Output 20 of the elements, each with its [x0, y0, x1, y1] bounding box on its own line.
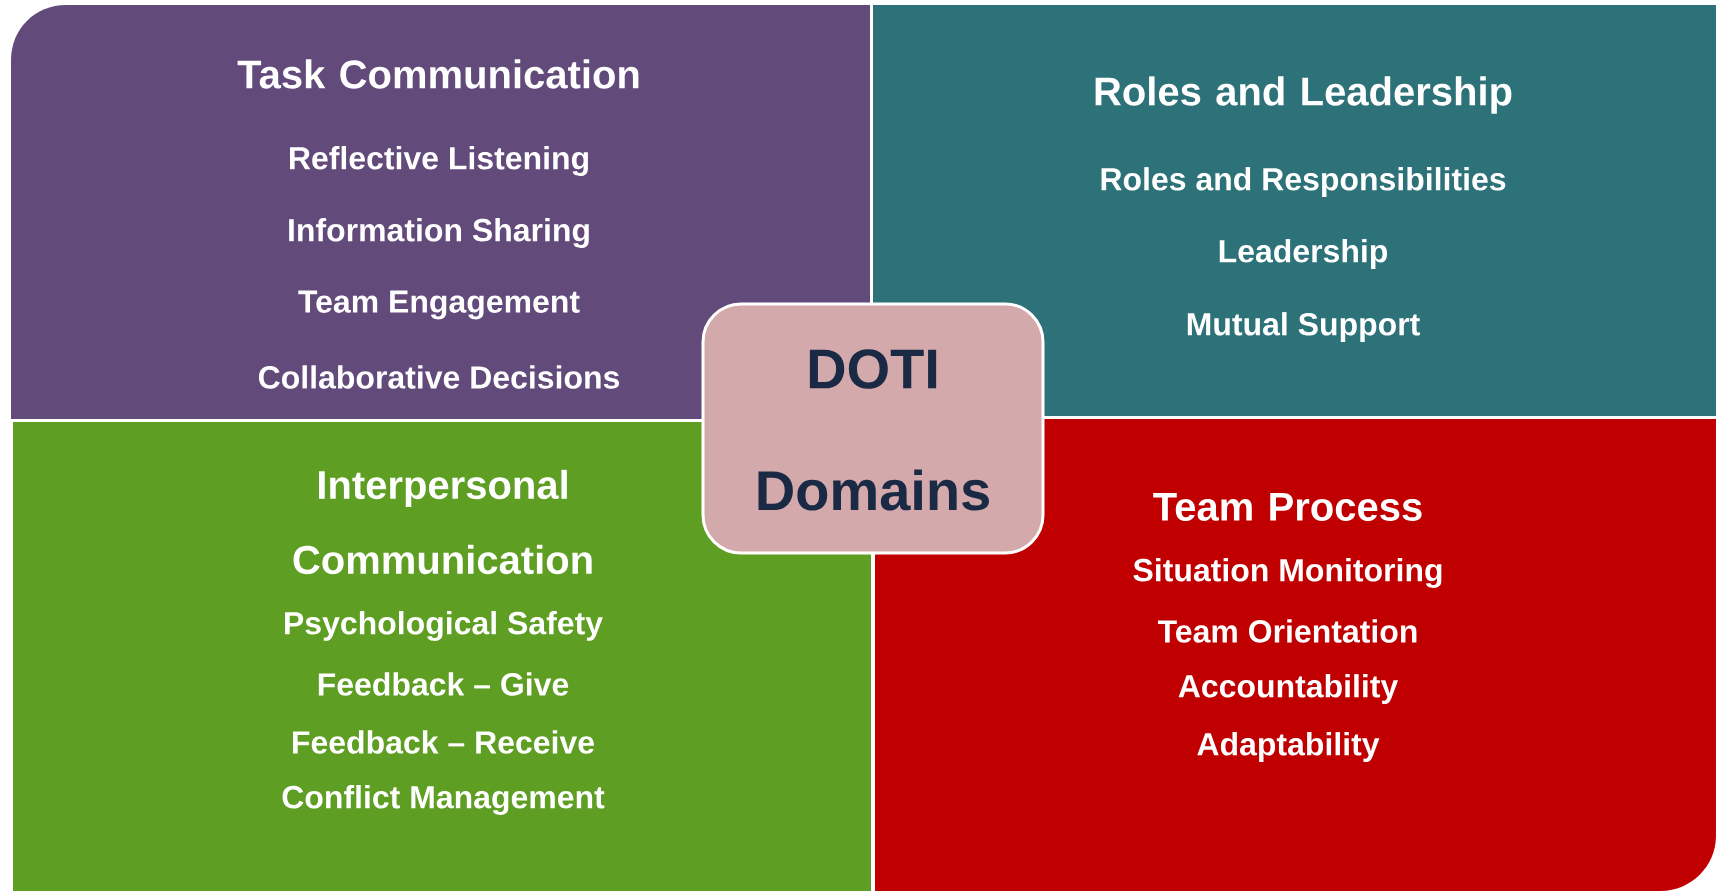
list-item: Leadership [1219, 239, 1388, 269]
list-item: Adaptability [1197, 732, 1380, 762]
list-item: Situation Monitoring [1133, 558, 1442, 588]
list-item: Information Sharing [289, 218, 589, 248]
list-item: Reflective Listening [290, 146, 588, 176]
list-item: Feedback – Receive [293, 730, 594, 754]
list-item: Team Engagement [298, 290, 580, 320]
list-item: Roles and Responsibilities [1101, 167, 1506, 197]
list-item: Accountability [1178, 674, 1399, 704]
list-item: Psychological Safety [285, 611, 603, 641]
list-item: Team Orientation [1158, 619, 1417, 643]
list-item: Mutual Support [1187, 312, 1420, 342]
center-box: DOTI Domains [701, 302, 1045, 555]
heading: Task Communication [237, 59, 639, 89]
heading: Roles and Leadership [1095, 76, 1512, 114]
list-item: Feedback – Give [318, 672, 569, 696]
list-item: Collaborative Decisions [258, 365, 620, 389]
heading: Interpersonal Communication [293, 469, 592, 575]
list-item: Conflict Management [282, 785, 605, 815]
heading: Team Process [1153, 493, 1422, 521]
